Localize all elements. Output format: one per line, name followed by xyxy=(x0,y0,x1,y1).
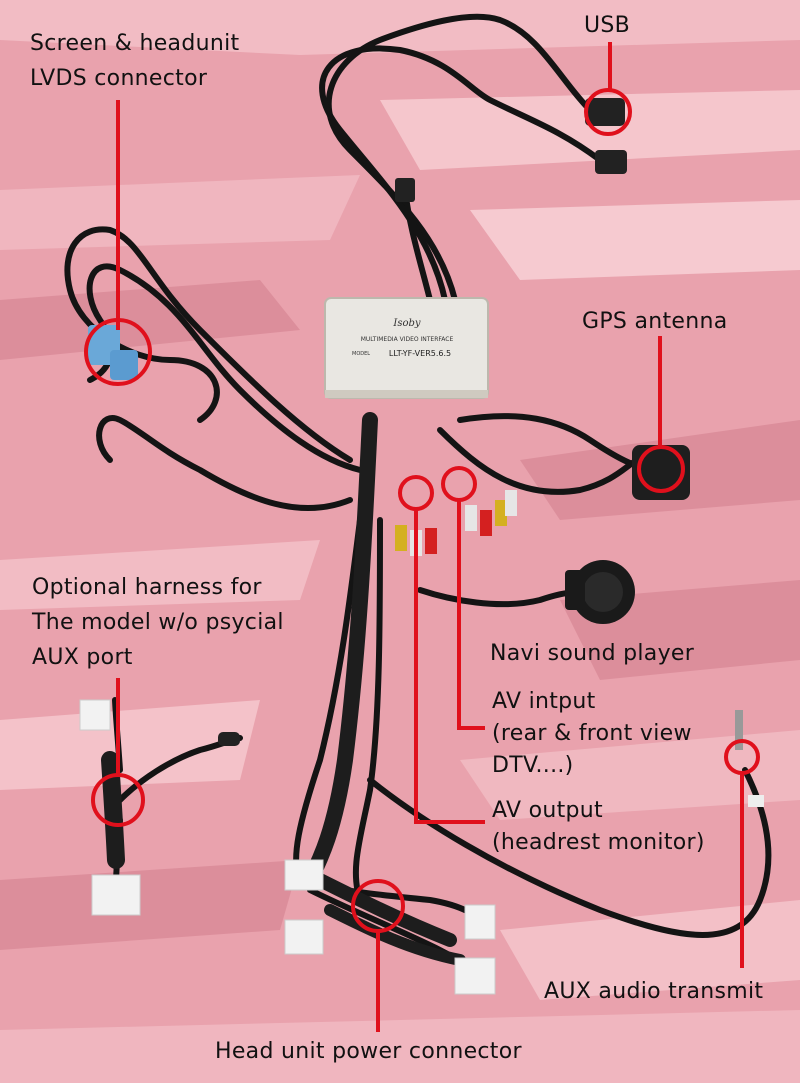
braided-sleeves xyxy=(101,412,466,966)
av-input-line-2: (rear & front view xyxy=(492,721,692,746)
lvds-label: Screen & headunit LVDS connector xyxy=(30,26,239,96)
optional-harness-line-2: The model w/o psycial xyxy=(32,610,284,635)
module-model-prefix: MODEL xyxy=(352,351,370,357)
av-input-line-1: AV intput xyxy=(492,689,596,714)
usb-label: USB xyxy=(584,13,631,38)
lvds-label-line-2: LVDS connector xyxy=(30,66,208,91)
av-input-label: AV intput (rear & front view DTV....) xyxy=(492,686,692,782)
navi-sound-label: Navi sound player xyxy=(490,641,695,666)
connectors xyxy=(79,98,764,995)
av-output-line-1: AV output xyxy=(492,798,603,823)
module-title: MULTIMEDIA VIDEO INTERFACE xyxy=(361,336,454,343)
module-brand-logo: Isoby xyxy=(392,318,421,329)
av-output-line-2: (headrest monitor) xyxy=(492,830,705,855)
video-interface-module: Isoby MULTIMEDIA VIDEO INTERFACE MODEL L… xyxy=(324,297,489,399)
gps-antenna-label: GPS antenna xyxy=(582,309,728,334)
optional-harness-line-3: AUX port xyxy=(32,645,133,670)
lvds-label-line-1: Screen & headunit xyxy=(30,31,240,56)
power-connector-label: Head unit power connector xyxy=(215,1039,522,1064)
module-model: LLT-YF-VER5.6.5 xyxy=(389,349,451,358)
optional-harness-label: Optional harness for The model w/o psyci… xyxy=(32,570,284,675)
av-output-label: AV output (headrest monitor) xyxy=(492,795,705,859)
aux-transmit-label: AUX audio transmit xyxy=(544,979,764,1004)
av-input-line-3: DTV....) xyxy=(492,753,574,778)
optional-harness-line-1: Optional harness for xyxy=(32,575,262,600)
callouts xyxy=(84,42,760,1032)
